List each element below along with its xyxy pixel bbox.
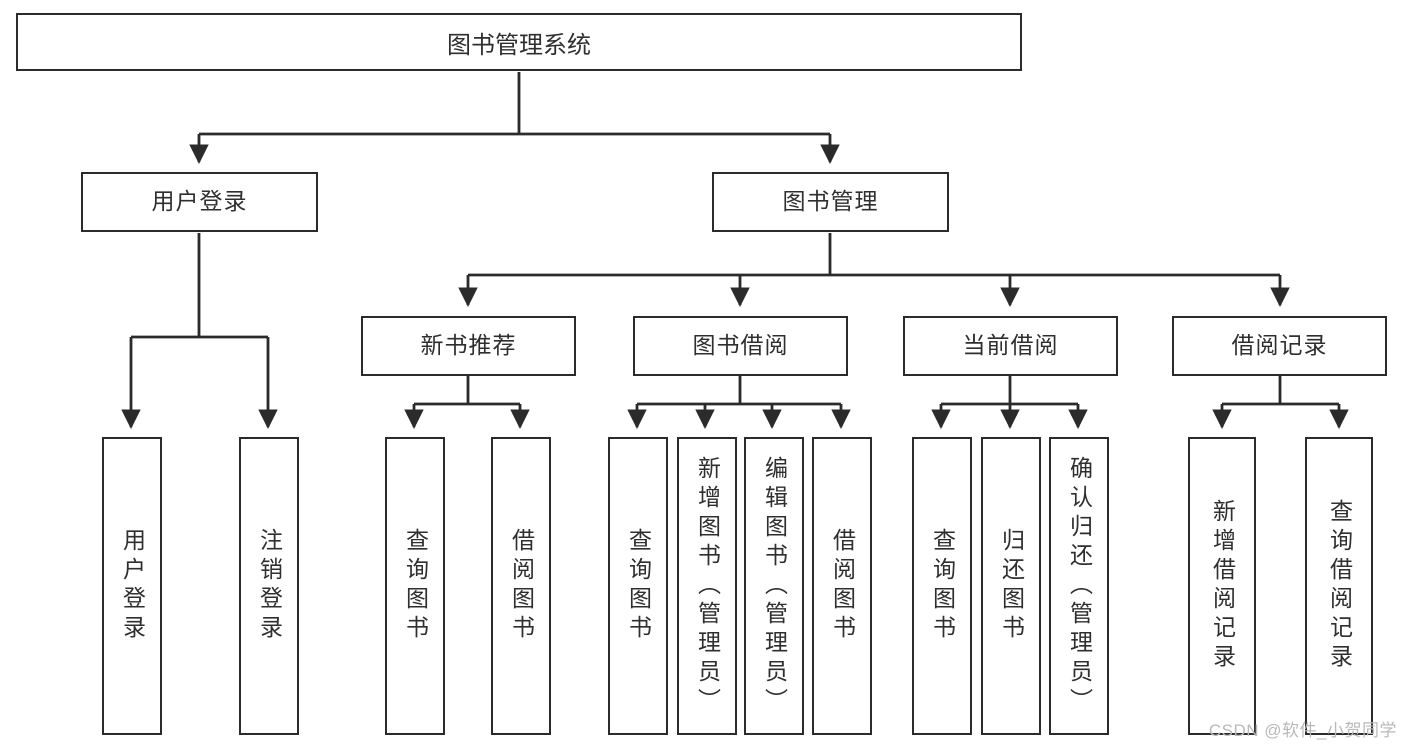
leaf-label: 编辑图书（管理员） [761, 455, 788, 717]
leaf-label: 确认归还（管理员） [1066, 455, 1093, 717]
node-current-borrow[interactable]: 当前借阅 [903, 316, 1118, 376]
leaf-confirm-return-admin[interactable]: 确认归还（管理员） [1049, 437, 1109, 735]
leaf-label: 借阅图书 [508, 528, 535, 644]
leaf-query-book-recommend[interactable]: 查询图书 [385, 437, 445, 735]
leaf-label: 查询图书 [929, 528, 956, 644]
watermark-text: CSDN @软件_小贺同学 [1208, 721, 1397, 740]
leaf-label: 新增图书（管理员） [694, 455, 721, 717]
leaf-return-book[interactable]: 归还图书 [981, 437, 1041, 735]
leaf-label: 新增借阅记录 [1209, 499, 1236, 673]
node-book-borrow[interactable]: 图书借阅 [633, 316, 848, 376]
leaf-logout[interactable]: 注销登录 [239, 437, 299, 735]
leaf-query-borrow-record[interactable]: 查询借阅记录 [1305, 437, 1373, 735]
leaf-borrow-book[interactable]: 借阅图书 [812, 437, 872, 735]
leaf-label: 用户登录 [119, 528, 146, 644]
leaf-label: 归还图书 [998, 528, 1025, 644]
leaf-add-borrow-record[interactable]: 新增借阅记录 [1188, 437, 1256, 735]
node-new-book-recommend[interactable]: 新书推荐 [361, 316, 576, 376]
leaf-add-book-admin[interactable]: 新增图书（管理员） [677, 437, 737, 735]
leaf-query-book-borrow[interactable]: 查询图书 [608, 437, 668, 735]
leaf-query-book-current[interactable]: 查询图书 [912, 437, 972, 735]
leaf-label: 查询图书 [402, 528, 429, 644]
node-borrow-records[interactable]: 借阅记录 [1172, 316, 1387, 376]
leaf-label: 查询图书 [625, 528, 652, 644]
leaf-borrow-book-recommend[interactable]: 借阅图书 [491, 437, 551, 735]
leaf-user-login[interactable]: 用户登录 [102, 437, 162, 735]
leaf-label: 借阅图书 [829, 528, 856, 644]
leaf-edit-book-admin[interactable]: 编辑图书（管理员） [744, 437, 804, 735]
node-book-management[interactable]: 图书管理 [712, 172, 949, 232]
node-root[interactable]: 图书管理系统 [16, 13, 1022, 71]
node-user-login[interactable]: 用户登录 [81, 172, 318, 232]
leaf-label: 注销登录 [256, 528, 283, 644]
leaf-label: 查询借阅记录 [1326, 499, 1353, 673]
